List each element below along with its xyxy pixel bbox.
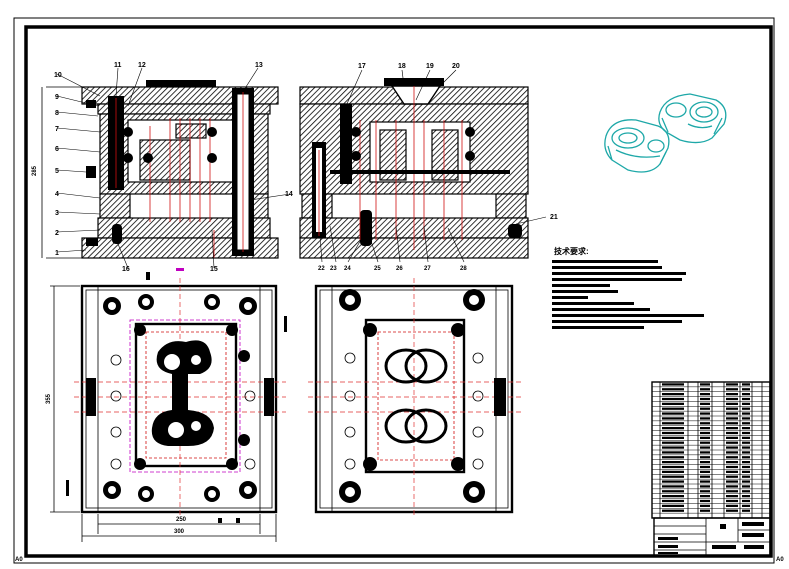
part-label: 5 bbox=[55, 168, 59, 175]
part-label: 19 bbox=[426, 63, 434, 70]
part-label: 16 bbox=[122, 266, 130, 273]
dim-height-left: 285 bbox=[32, 165, 38, 176]
part-label: 22 bbox=[318, 266, 325, 272]
part-label: 23 bbox=[330, 266, 337, 272]
technical-notes: 技术要求: bbox=[552, 246, 704, 329]
corner-mark-left: A0 bbox=[15, 557, 23, 563]
part-label: 25 bbox=[374, 266, 381, 272]
plan-left-dimensions: 355 250 300 bbox=[46, 285, 287, 542]
left-view-leaders bbox=[56, 67, 291, 269]
part-label: 6 bbox=[55, 146, 59, 153]
right-view-labels: 17 18 19 20 21 22 23 24 25 26 27 28 bbox=[318, 63, 558, 272]
part-label: 2 bbox=[55, 230, 59, 237]
part-render-a bbox=[604, 119, 670, 173]
left-section-view bbox=[41, 80, 279, 259]
dim-width-outer: 300 bbox=[174, 529, 185, 535]
part-label: 4 bbox=[55, 191, 59, 198]
part-label: 15 bbox=[210, 266, 218, 273]
part-label: 11 bbox=[114, 62, 122, 69]
dim-width-inner: 250 bbox=[176, 517, 187, 523]
part-label: 20 bbox=[452, 63, 460, 70]
right-section-view bbox=[299, 78, 529, 259]
part-label: 13 bbox=[255, 62, 263, 69]
left-view-labels: 10 9 8 7 6 5 4 3 2 1 11 12 13 14 16 15 2… bbox=[32, 62, 293, 273]
part-label: 18 bbox=[398, 63, 406, 70]
right-view-leaders bbox=[319, 69, 547, 263]
dim-height-plan: 355 bbox=[46, 393, 52, 404]
part-render-b bbox=[658, 93, 727, 144]
title-block bbox=[651, 381, 771, 557]
part-label: 7 bbox=[55, 126, 59, 133]
part-label: 28 bbox=[460, 266, 467, 272]
part-label: 14 bbox=[285, 191, 293, 198]
part-label: 26 bbox=[396, 266, 403, 272]
plan-view-right bbox=[308, 278, 522, 516]
corner-mark-right: A0 bbox=[776, 557, 784, 563]
part-label: 24 bbox=[344, 266, 351, 272]
part-label: 17 bbox=[358, 63, 366, 70]
part-label: 10 bbox=[54, 72, 62, 79]
part-label: 3 bbox=[55, 210, 59, 217]
plan-view-left bbox=[74, 278, 286, 516]
outer-border bbox=[13, 17, 775, 564]
notes-title: 技术要求: bbox=[554, 246, 589, 256]
part-label: 9 bbox=[55, 94, 59, 101]
part-label: 27 bbox=[424, 266, 431, 272]
part-label: 1 bbox=[55, 250, 59, 257]
part-label: 21 bbox=[550, 214, 558, 221]
part-label: 12 bbox=[138, 62, 146, 69]
part-label: 8 bbox=[55, 110, 59, 117]
inner-border bbox=[24, 25, 773, 558]
